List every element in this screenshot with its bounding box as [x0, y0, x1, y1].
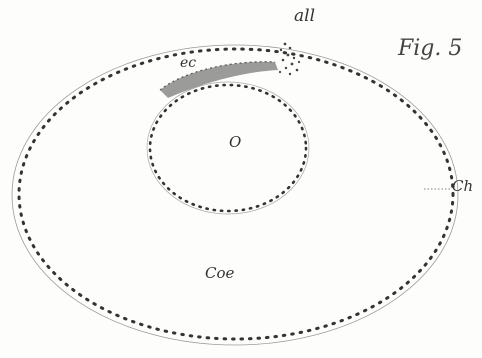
allantois-label: all [294, 8, 315, 25]
cavity-label: O [229, 135, 241, 150]
allantois-stalk [279, 43, 300, 76]
outer-membrane-line [12, 45, 458, 345]
inner-cavity-line [147, 82, 309, 214]
coelom-label: Coe [205, 266, 234, 281]
ectoderm-label: ec [180, 56, 196, 70]
inner-cavity-dots [150, 85, 306, 211]
figure-title: Fig. 5 [398, 38, 462, 60]
outer-membrane-dots [19, 49, 453, 339]
chorion-label: Ch [452, 179, 473, 194]
